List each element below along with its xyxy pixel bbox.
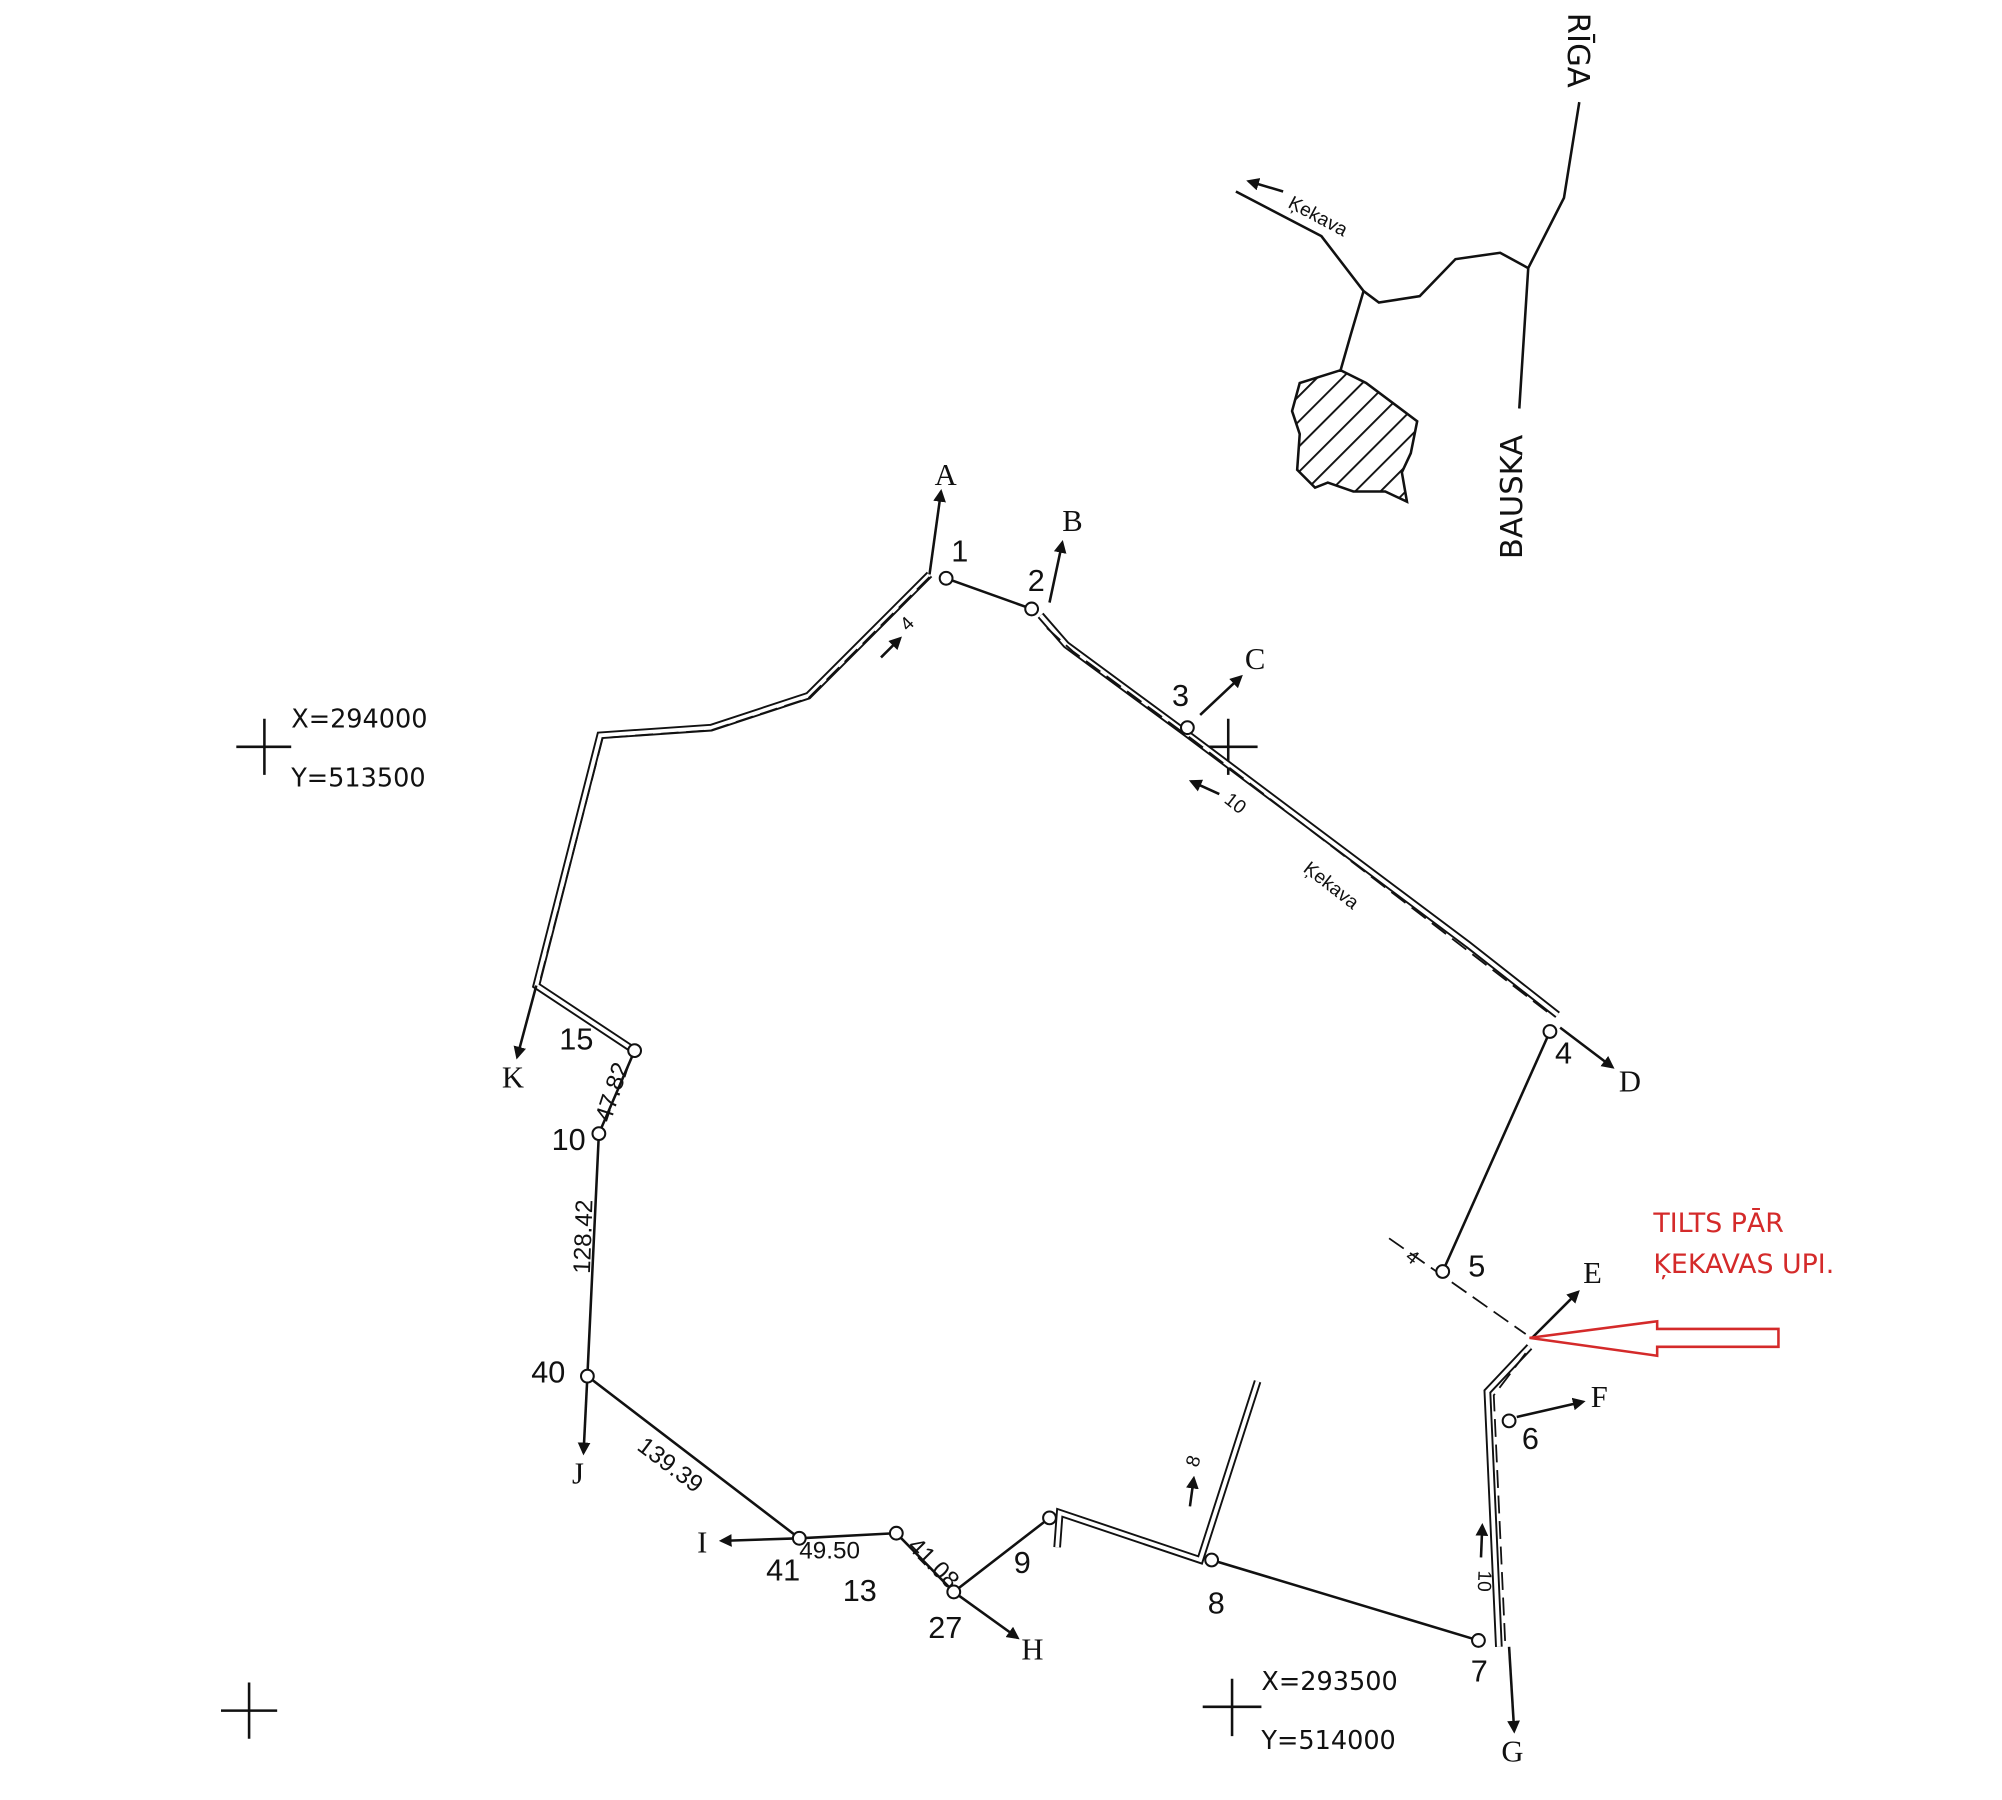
road-width-label: 4 (896, 613, 919, 636)
point-15-label: 15 (559, 1022, 593, 1056)
point-9-label: 9 (1014, 1546, 1031, 1580)
direction-f: F (1591, 1380, 1608, 1414)
road-width-label: 4 (1401, 1246, 1423, 1269)
point-7-label: 7 (1471, 1654, 1488, 1688)
road-width-label: 10 (1473, 1570, 1495, 1592)
boundary-line (945, 577, 1033, 611)
distance-40-41: 139.39 (632, 1432, 707, 1498)
point-1-label: 1 (951, 535, 968, 569)
direction-c: C (1245, 642, 1265, 676)
distance-10-40: 128.42 (569, 1199, 599, 1274)
point-3-label: 3 (1172, 679, 1189, 713)
direction-j: J (572, 1456, 584, 1490)
road-width-label: 10 (1220, 789, 1250, 819)
direction-a: A (935, 458, 957, 492)
bauska-label: BAUSKA (1495, 435, 1530, 559)
point-13-label: 13 (843, 1574, 877, 1608)
direction-g: G (1501, 1735, 1523, 1769)
river-label: Ķekava (1299, 858, 1362, 914)
boundary-line (586, 1050, 1051, 1594)
point-5-label: 5 (1468, 1250, 1485, 1284)
point-8-label: 8 (1208, 1587, 1225, 1621)
point-2-label: 2 (1028, 564, 1045, 598)
grid-crosshairs (221, 718, 1262, 1739)
point-4-label: 4 (1555, 1036, 1572, 1070)
point-41-label: 41 (766, 1553, 800, 1587)
bridge-pointer-arrow (1529, 1319, 1780, 1358)
coord-y-2: Y=514000 (1260, 1726, 1395, 1756)
riga-label: RĪGA (1560, 13, 1596, 88)
boundary-line (1211, 1558, 1479, 1642)
coord-x-2: X=293500 (1261, 1667, 1397, 1697)
settlement-hatched-area (1290, 368, 1419, 504)
bridge-annotation-line1: TILTS PĀR (1652, 1208, 1784, 1239)
direction-b: B (1062, 504, 1082, 538)
direction-k: K (502, 1061, 524, 1095)
boundary-line (1441, 1030, 1552, 1273)
point-40-label: 40 (531, 1356, 565, 1390)
direction-d: D (1619, 1064, 1641, 1098)
direction-e: E (1583, 1256, 1602, 1290)
distance-15-10: 47.82 (590, 1059, 634, 1125)
road-width-label: 8 (1182, 1453, 1205, 1470)
coord-y-1: Y=513500 (290, 763, 425, 793)
point-6-label: 6 (1522, 1422, 1539, 1456)
location-inset: RĪGA BAUSKA Ķekava (1235, 13, 1596, 559)
direction-arrows (513, 488, 1615, 1734)
distance-41-13: 49.50 (799, 1538, 860, 1565)
bridge-annotation-line2: ĶEKAVAS UPI. (1653, 1249, 1834, 1280)
direction-h: H (1021, 1633, 1043, 1667)
coord-x-1: X=294000 (291, 705, 427, 735)
point-27-label: 27 (928, 1611, 962, 1645)
point-10-label: 10 (552, 1123, 586, 1157)
direction-i: I (697, 1525, 707, 1559)
survey-points (579, 570, 1558, 1648)
